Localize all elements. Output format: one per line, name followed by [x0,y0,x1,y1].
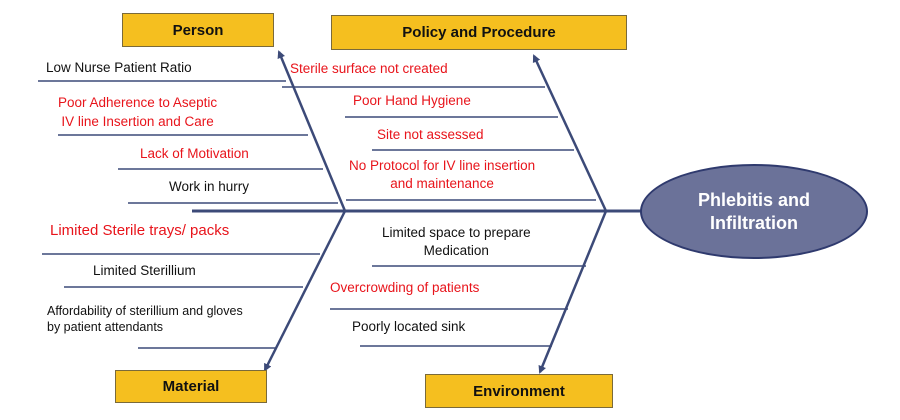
bone-material [263,210,347,372]
cause-person-1: Low Nurse Patient Ratio [46,60,192,75]
category-environment: Environment [425,374,613,408]
cause-policy-2: Poor Hand Hygiene [353,93,471,108]
category-material: Material [115,370,267,403]
cause-environment-3: Poorly located sink [352,319,466,334]
cause-material-3: Affordability of sterillium and gloves b… [47,304,243,334]
effect-label: Phlebitis and Infiltration [697,189,811,233]
cause-person-3: Lack of Motivation [140,146,249,161]
cause-material-1: Limited Sterile trays/ packs [50,222,230,239]
cause-policy-4: No Protocol for IV line insertion and ma… [349,158,536,191]
category-person: Person [122,13,274,47]
cause-person-2: Poor Adherence to Aseptic IV line Insert… [58,95,218,129]
bone-environment [538,210,608,374]
bone-policy [532,54,608,212]
cause-material-2: Limited Sterillium [93,263,196,278]
bone-person [277,50,347,212]
cause-environment-1: Limited space to prepare Medication [382,225,531,258]
cause-policy-1: Sterile surface not created [290,61,448,76]
cause-person-4: Work in hurry [169,179,250,194]
cause-policy-3: Site not assessed [377,127,484,142]
category-policy: Policy and Procedure [331,15,627,50]
cause-environment-2: Overcrowding of patients [330,280,480,295]
effect-ellipse: Phlebitis and Infiltration [640,164,868,259]
